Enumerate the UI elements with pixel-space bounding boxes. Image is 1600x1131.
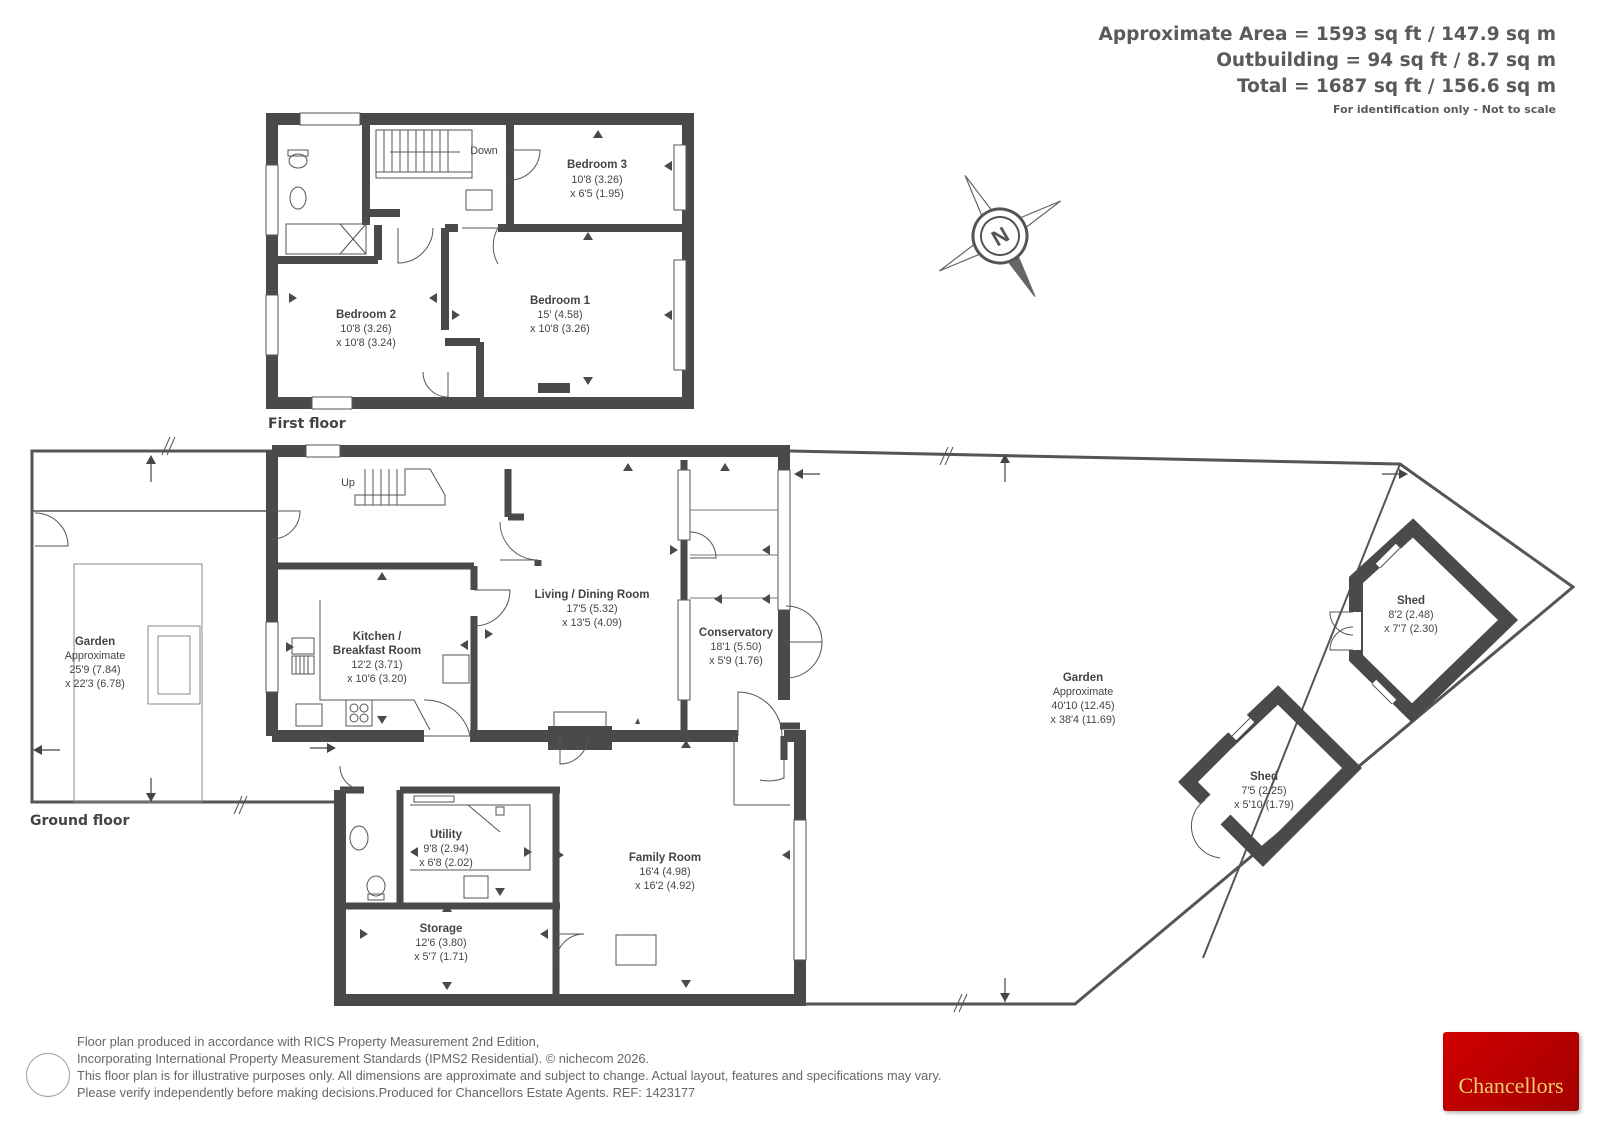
window [677, 599, 691, 701]
ground-floor-plan: Up Garden Approximate 25'9 (7.84) x 22'3… [30, 436, 1576, 1013]
utility-dim2: x 6'8 (2.02) [419, 857, 473, 869]
garden-left-name: Garden [75, 636, 115, 648]
shed1-dim1: 8'2 (2.48) [1388, 609, 1433, 621]
bedroom1-dim1: 15' (4.58) [537, 309, 582, 321]
shed1-name: Shed [1397, 595, 1425, 607]
window [265, 621, 279, 693]
kitchen-name: Kitchen / [353, 631, 402, 643]
garden-left-dim1: 25'9 (7.84) [69, 664, 120, 676]
approximate-area: Approximate Area = 1593 sq ft / 147.9 sq… [1098, 24, 1556, 45]
compass: N [939, 175, 1061, 297]
kitchen-dim2: x 10'6 (3.20) [347, 673, 407, 685]
utility-name: Utility [430, 829, 463, 841]
fireplace [538, 383, 570, 393]
bedroom3-dim1: 10'8 (3.26) [571, 174, 622, 186]
footer-disclaimer: Floor plan produced in accordance with R… [77, 1033, 941, 1101]
down-label: Down [470, 145, 498, 157]
right-garden-outline [789, 449, 1576, 1006]
first-floor-label: First floor [268, 416, 346, 432]
living-dim2: x 13'5 (4.09) [562, 617, 622, 629]
footer-line-4: Please verify independently before makin… [77, 1085, 696, 1100]
total-area: Total = 1687 sq ft / 156.6 sq m [1236, 76, 1556, 97]
person-icon [26, 1053, 70, 1097]
shed2-name: Shed [1250, 771, 1278, 783]
window [413, 795, 455, 803]
first-floor-plan: Down Bedroom 3 10'8 (3.26) x 6'5 (1.95) … [265, 112, 694, 410]
living-dim1: 17'5 (5.32) [566, 603, 617, 615]
window [305, 444, 341, 458]
conservatory-name: Conservatory [699, 627, 774, 639]
identification-note: For identification only - Not to scale [1333, 103, 1556, 116]
family-name: Family Room [629, 852, 701, 864]
bedroom1-dim2: x 10'8 (3.26) [530, 323, 590, 335]
area-summary: Approximate Area = 1593 sq ft / 147.9 sq… [1099, 22, 1556, 116]
storage-name: Storage [420, 923, 463, 935]
window [673, 144, 687, 211]
window [299, 112, 361, 126]
shed2-dim2: x 5'10 (1.79) [1234, 799, 1294, 811]
bedroom1-name: Bedroom 1 [530, 295, 591, 307]
footer-line-2: Incorporating International Property Mea… [77, 1051, 650, 1066]
shed2-dim1: 7'5 (2.25) [1241, 785, 1286, 797]
shed-lower: Shed 7'5 (2.25) x 5'10 (1.79) [1178, 685, 1362, 867]
window [673, 259, 687, 371]
window [265, 164, 279, 236]
footer-line-3: This floor plan is for illustrative purp… [77, 1068, 942, 1083]
footer-line-1: Floor plan produced in accordance with R… [77, 1034, 540, 1049]
shed-upper: Shed 8'2 (2.48) x 7'7 (2.30) [1329, 518, 1519, 723]
bedroom3-dim2: x 6'5 (1.95) [570, 188, 624, 200]
outbuilding-area: Outbuilding = 94 sq ft / 8.7 sq m [1216, 50, 1556, 71]
storage-dim1: 12'6 (3.80) [415, 937, 466, 949]
up-label: Up [341, 477, 355, 489]
first-floor-outer-wall [266, 113, 694, 409]
family-dim1: 16'4 (4.98) [639, 866, 690, 878]
garden-right-dim2: x 38'4 (11.69) [1051, 714, 1116, 726]
conservatory-dim2: x 5'9 (1.76) [709, 655, 763, 667]
window [793, 819, 807, 961]
garden-right-dim1: 40'10 (12.45) [1051, 700, 1114, 712]
fireplace [548, 726, 612, 750]
window [311, 396, 353, 410]
storage-dim2: x 5'7 (1.71) [414, 951, 468, 963]
living-name: Living / Dining Room [535, 589, 650, 601]
window [265, 294, 279, 356]
utility-dim1: 9'8 (2.94) [423, 843, 468, 855]
bedroom2-dim1: 10'8 (3.26) [340, 323, 391, 335]
bedroom2-name: Bedroom 2 [336, 309, 396, 321]
conservatory-dim1: 18'1 (5.50) [710, 641, 761, 653]
window [777, 469, 791, 611]
brand-name: Chancellors [1458, 1073, 1564, 1098]
bedroom3-name: Bedroom 3 [567, 159, 627, 171]
bedroom2-dim2: x 10'8 (3.24) [336, 337, 396, 349]
chancellors-logo: Chancellors [1443, 1032, 1579, 1111]
family-dim2: x 16'2 (4.92) [635, 880, 695, 892]
garden-left-dim2: x 22'3 (6.78) [65, 678, 125, 690]
shed1-dim2: x 7'7 (2.30) [1384, 623, 1438, 635]
kitchen-dim1: 12'2 (3.71) [351, 659, 402, 671]
family-room-fixture [615, 934, 657, 966]
garden-right-approx: Approximate [1053, 686, 1114, 698]
garden-left-approx: Approximate [65, 650, 126, 662]
garden-right-name: Garden [1063, 672, 1103, 684]
ground-floor-label: Ground floor [30, 813, 130, 829]
kitchen-name2: Breakfast Room [333, 645, 421, 657]
window [677, 469, 691, 541]
